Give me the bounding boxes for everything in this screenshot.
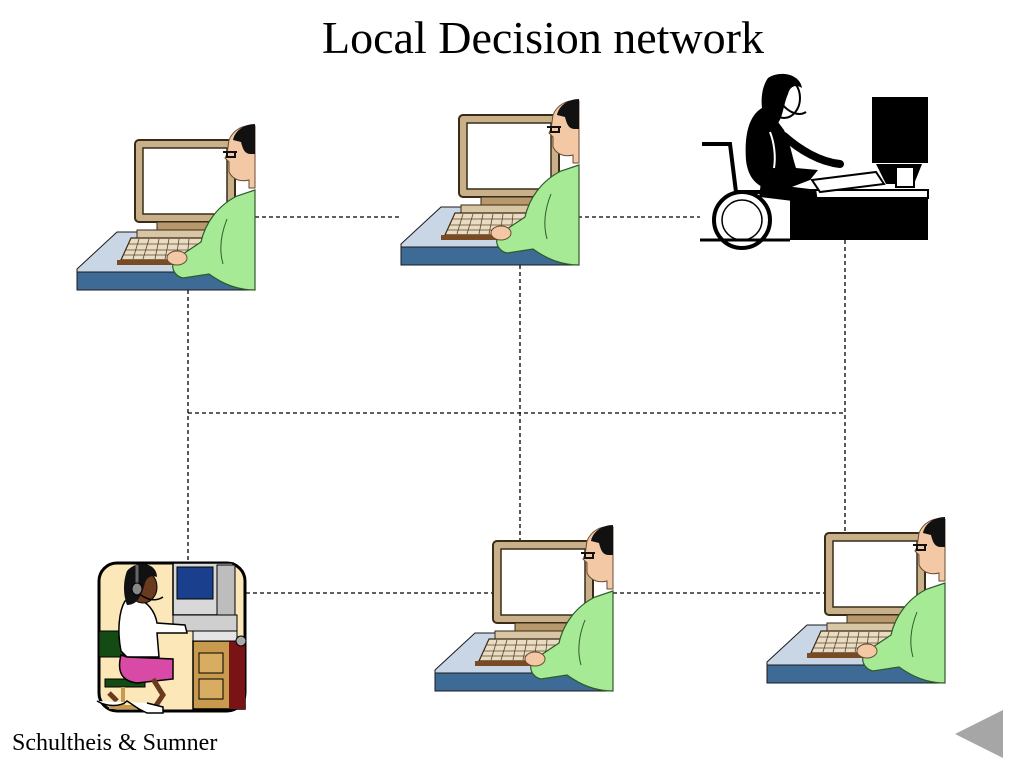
man-computer-icon [434,524,614,692]
man-computer-icon [400,98,580,266]
slide-title: Local Decision network [322,12,764,63]
man-computer-icon [766,516,946,684]
slide-footer: Schultheis & Sumner [12,730,218,756]
workstation-node-6 [766,516,946,684]
workstation-node-5 [434,524,614,692]
network-links [187,216,846,594]
woman-headset-desk-icon [96,561,247,714]
workstation-node-2 [400,98,580,266]
workstation-node-1 [76,123,256,291]
workstation-node-4 [96,561,247,714]
workstation-node-3 [700,73,929,250]
left-triangle-icon[interactable] [955,710,1003,758]
woman-wheelchair-icon [700,73,929,250]
man-computer-icon [76,123,256,291]
nav-back-button[interactable] [955,710,1003,758]
